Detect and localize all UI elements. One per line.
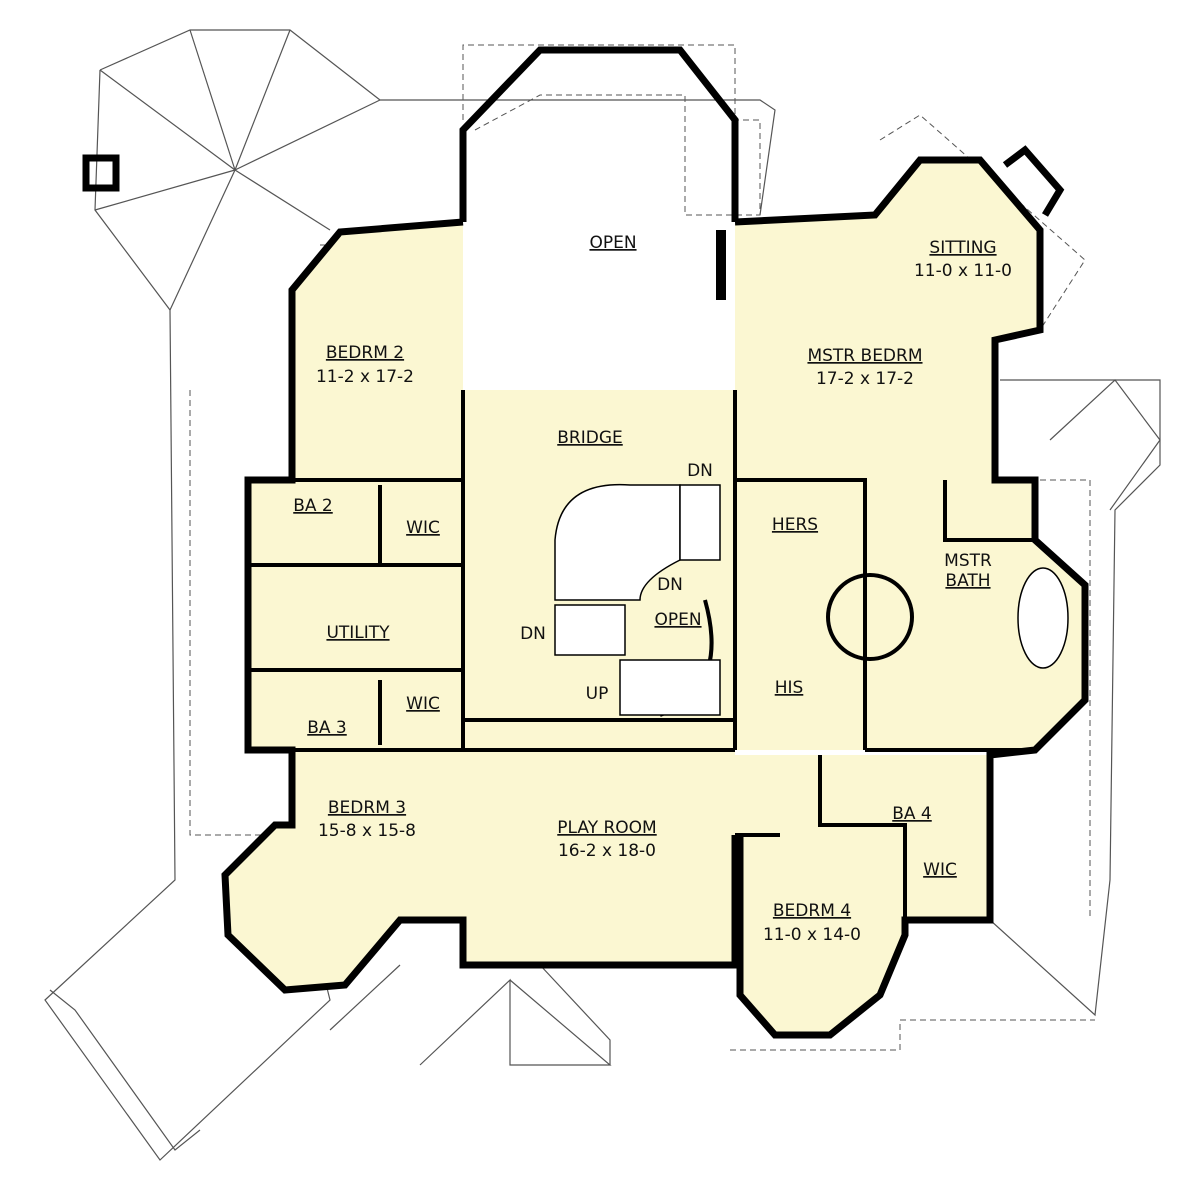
size-bedrm3: 15-8 x 15-8: [318, 821, 416, 841]
staircase: [554, 483, 721, 716]
label-bedrm2: BEDRM 2: [326, 343, 404, 363]
stair-dn-3: DN: [520, 624, 546, 644]
label-bridge: BRIDGE: [557, 428, 623, 448]
stair-up: UP: [586, 684, 609, 704]
size-bedrm2: 11-2 x 17-2: [316, 367, 414, 387]
label-wic2: WIC: [406, 518, 440, 538]
size-mstr-bedrm: 17-2 x 17-2: [816, 369, 914, 389]
label-wic3: WIC: [406, 694, 440, 714]
label-utility: UTILITY: [326, 623, 390, 643]
label-hers: HERS: [772, 515, 818, 535]
label-bedrm4: BEDRM 4: [773, 901, 851, 921]
roof-outline: [44, 29, 1161, 1161]
label-mstr-bedrm: MSTR BEDRM: [807, 346, 922, 366]
room-labels: OPEN SITTING 11-0 x 11-0 BEDRM 2 11-2 x …: [293, 233, 1012, 945]
label-mstr-bath-1: MSTR: [944, 551, 992, 571]
label-wic4: WIC: [923, 860, 957, 880]
size-play-room: 16-2 x 18-0: [558, 841, 656, 861]
label-play-room: PLAY ROOM: [557, 818, 656, 838]
label-sitting: SITTING: [929, 238, 996, 258]
label-mstr-bath-2: BATH: [945, 571, 990, 591]
stair-dn-2: DN: [657, 575, 683, 595]
label-ba2: BA 2: [293, 496, 333, 516]
room-fills: [225, 160, 1085, 1035]
size-bedrm4: 11-0 x 14-0: [763, 925, 861, 945]
label-open-top: OPEN: [589, 233, 636, 253]
size-sitting: 11-0 x 11-0: [914, 261, 1012, 281]
stair-dn-1: DN: [687, 461, 713, 481]
label-open-stair: OPEN: [654, 610, 701, 630]
label-bedrm3: BEDRM 3: [328, 798, 406, 818]
label-his: HIS: [775, 678, 804, 698]
label-ba4: BA 4: [892, 804, 932, 824]
label-ba3: BA 3: [307, 718, 347, 738]
